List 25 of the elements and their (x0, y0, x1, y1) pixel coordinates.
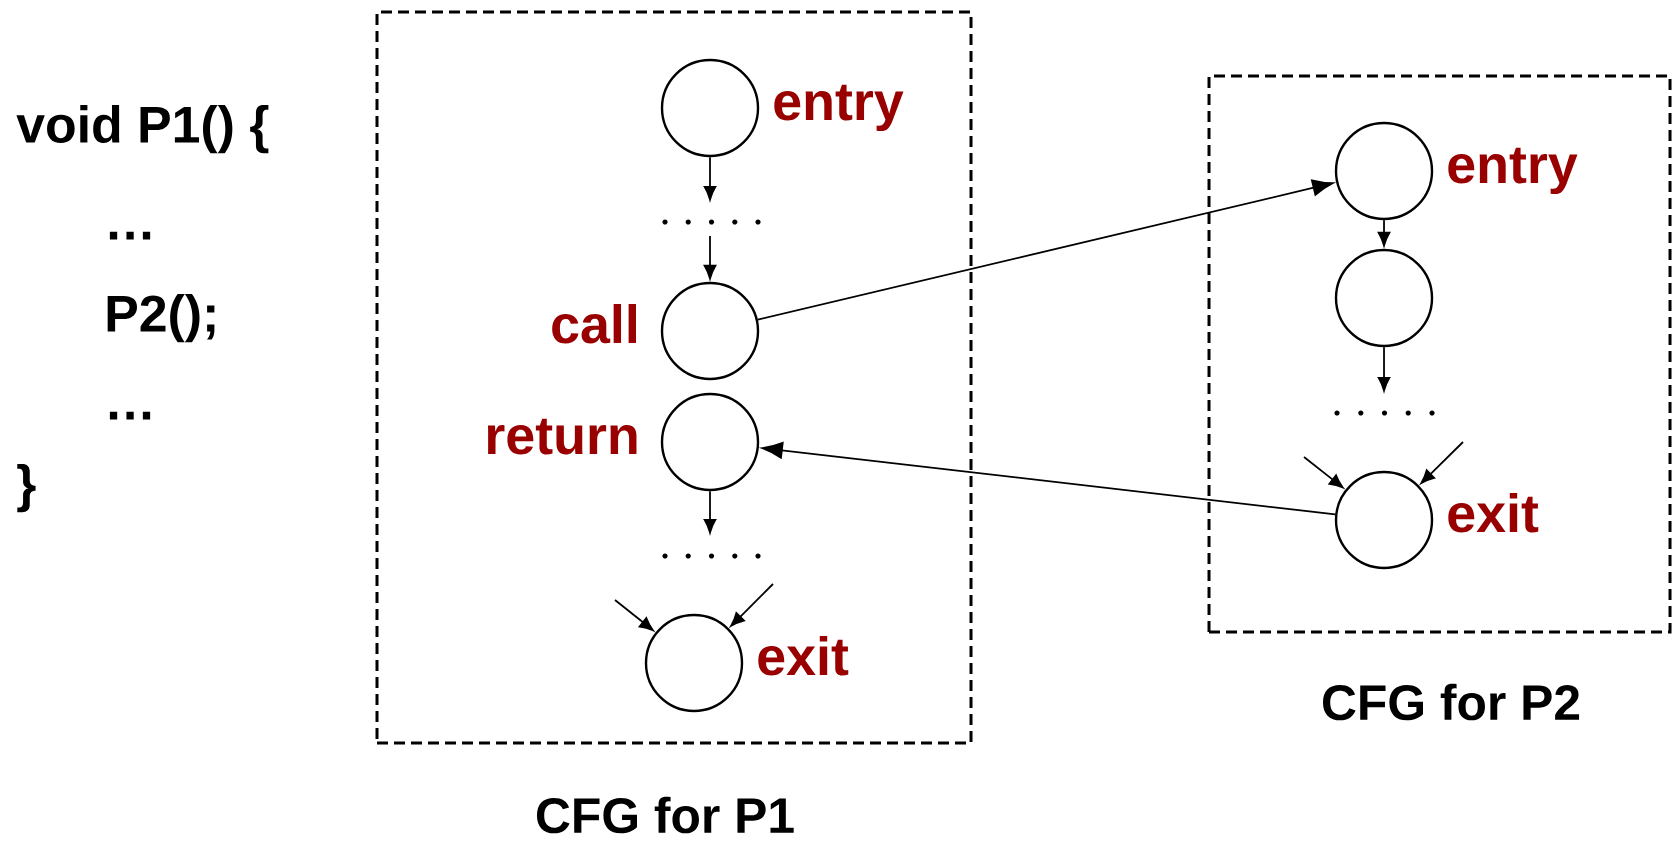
arrow (1420, 441, 1464, 484)
arrow (730, 583, 774, 627)
arrow (614, 599, 654, 632)
code-line: } (17, 464, 36, 513)
node-label: entry (774, 84, 904, 132)
arrow (703, 156, 717, 201)
code-line: P2(); (107, 294, 215, 343)
arrow (1377, 219, 1391, 247)
arrow (703, 235, 717, 280)
node-label: exit (758, 636, 849, 676)
arrow (1303, 456, 1344, 489)
node-label: exit (1448, 493, 1539, 533)
frame-caption: CFG for P1 (536, 796, 794, 834)
node-circle (1334, 248, 1434, 348)
node-label: entry (1448, 147, 1578, 195)
code-line: … (109, 411, 151, 420)
arrow (757, 179, 1334, 321)
code-line: … (109, 231, 151, 240)
node-label: call (552, 304, 636, 344)
arrow (1377, 346, 1391, 392)
code-line: void P1() { (16, 105, 269, 154)
arrow (761, 442, 1337, 516)
arrow (703, 490, 717, 534)
frame-caption: CFG for P2 (1323, 683, 1580, 721)
node-label: return (487, 418, 637, 455)
